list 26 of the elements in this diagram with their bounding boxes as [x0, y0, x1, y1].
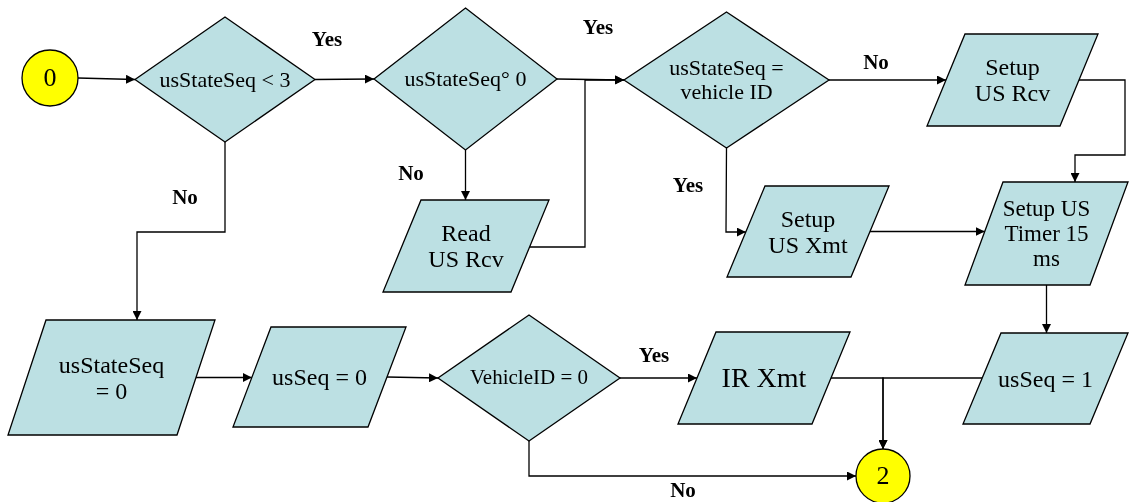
arrow — [828, 75, 947, 85]
arrow — [461, 149, 470, 201]
arrow — [1042, 284, 1051, 334]
arrow — [619, 373, 698, 383]
node-text: VehicleID = 0 — [469, 366, 589, 390]
arrow — [725, 147, 747, 237]
node-text: Setup US Rcv — [973, 53, 1052, 107]
node-text: usStateSeq = vehicle ID — [668, 55, 785, 105]
node-text: usSeq = 1 — [997, 365, 1094, 392]
node-text: usSeq = 0 — [271, 363, 368, 391]
node-text: Setup US Timer 15 ms — [1001, 195, 1092, 272]
node-text: IR Xmt — [720, 362, 808, 394]
node-text: Read US Rcv — [427, 219, 505, 273]
arrow — [878, 377, 983, 450]
arrow — [1070, 79, 1126, 183]
node-text: usStateSeq = 0 — [57, 351, 166, 404]
arrow — [314, 74, 375, 84]
node-text: 2 — [876, 461, 890, 491]
node-text: usStateSeq° 0 — [403, 66, 528, 92]
arrow — [528, 440, 857, 481]
node-text: usStateSeq < 3 — [158, 67, 292, 92]
node-text: 0 — [43, 63, 57, 93]
arrow — [132, 141, 226, 321]
arrow — [195, 373, 253, 382]
arrow — [869, 227, 986, 236]
node-text: Setup US Xmt — [767, 205, 849, 258]
